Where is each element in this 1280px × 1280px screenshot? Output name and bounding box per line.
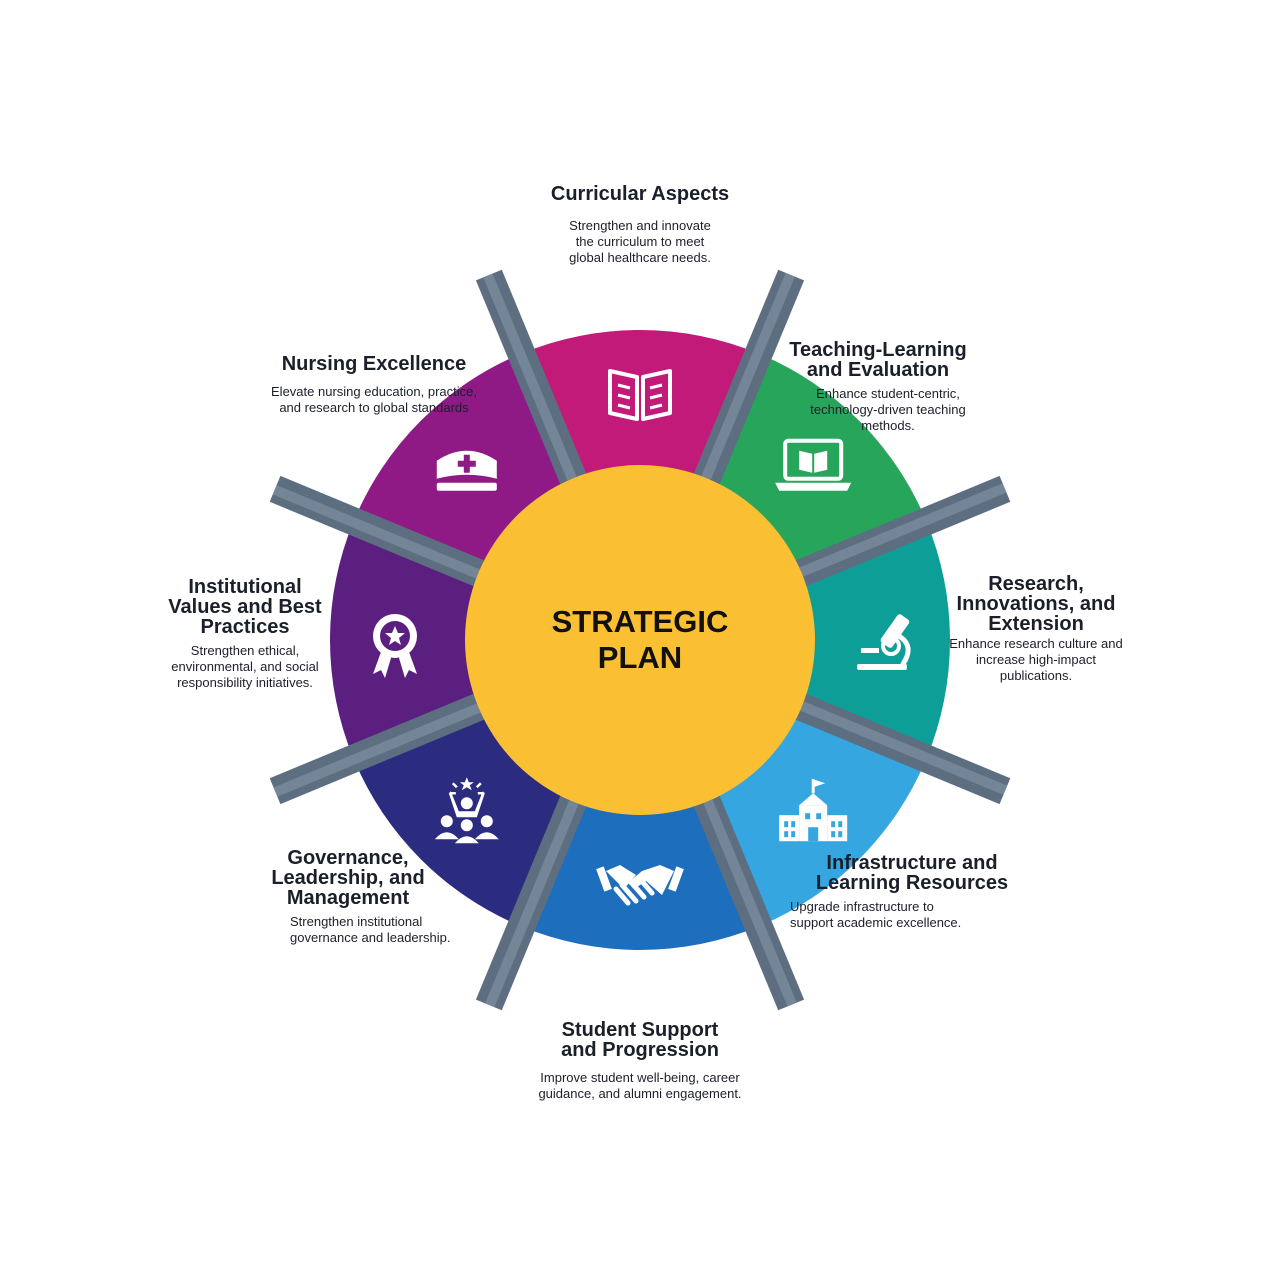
label-teaching: Teaching-Learning and Evaluation Enhance…: [778, 340, 978, 434]
handshake-icon: [596, 865, 684, 906]
center-title-line2: PLAN: [597, 640, 683, 675]
laptop-book-icon: [775, 438, 852, 491]
segment-research: [797, 521, 950, 759]
segment-description: Enhance student-centric, technology-driv…: [810, 386, 966, 433]
center-circle: [465, 465, 815, 815]
segment-title: Student Support and Progression: [561, 1019, 719, 1061]
label-infrastructure: Infrastructure and Learning Resources Up…: [784, 853, 1040, 931]
segment-description: Strengthen ethical, environmental, and s…: [171, 643, 319, 690]
divider-bar: [791, 475, 1011, 588]
divider-bar: [475, 269, 588, 489]
divider-bar: [269, 692, 489, 805]
divider-bar: [791, 692, 1011, 805]
label-nursing: Nursing Excellence Elevate nursing educa…: [268, 354, 480, 416]
segment-description: Elevate nursing education, practice, and…: [271, 384, 477, 415]
segment-title: Curricular Aspects: [550, 183, 730, 205]
segment-title: Nursing Excellence: [281, 353, 467, 375]
divider-bar: [692, 269, 805, 489]
segment-description: Improve student well-being, career guida…: [538, 1070, 742, 1101]
segment-description: Strengthen and innovate the curriculum t…: [569, 218, 711, 265]
segment-description: Upgrade infrastructure to support academ…: [790, 899, 962, 930]
segment-description: Strengthen institutional governance and …: [290, 914, 451, 945]
open-book-icon: [608, 369, 672, 421]
leadership-team-icon: [434, 777, 499, 844]
nurse-cap-icon: [436, 450, 497, 491]
center-title: STRATEGIC PLAN: [490, 604, 790, 676]
divider-bar: [475, 791, 588, 1011]
label-student: Student Support and Progression Improve …: [526, 1020, 754, 1102]
segment-description: Enhance research culture and increase hi…: [949, 636, 1123, 683]
label-curricular: Curricular Aspects Strengthen and innova…: [520, 184, 760, 266]
segment-curricular: [521, 330, 759, 483]
center-title-line1: STRATEGIC: [551, 604, 729, 639]
segment-title: Infrastructure and Learning Resources: [815, 852, 1009, 894]
label-research: Research, Innovations, and Extension Enh…: [948, 574, 1124, 684]
segment-title: Teaching-Learning and Evaluation: [789, 339, 967, 381]
segment-title: Research, Innovations, and Extension: [956, 573, 1116, 635]
segment-title: Institutional Values and Best Practices: [168, 576, 322, 638]
award-badge-icon: [373, 614, 417, 678]
microscope-icon: [857, 614, 911, 670]
label-governance: Governance, Leadership, and Management S…: [228, 848, 468, 946]
school-building-icon: [779, 779, 848, 842]
label-values: Institutional Values and Best Practices …: [160, 577, 330, 691]
divider-bar: [692, 791, 805, 1011]
segment-title: Governance, Leadership, and Management: [271, 847, 425, 909]
divider-bar: [269, 475, 489, 588]
